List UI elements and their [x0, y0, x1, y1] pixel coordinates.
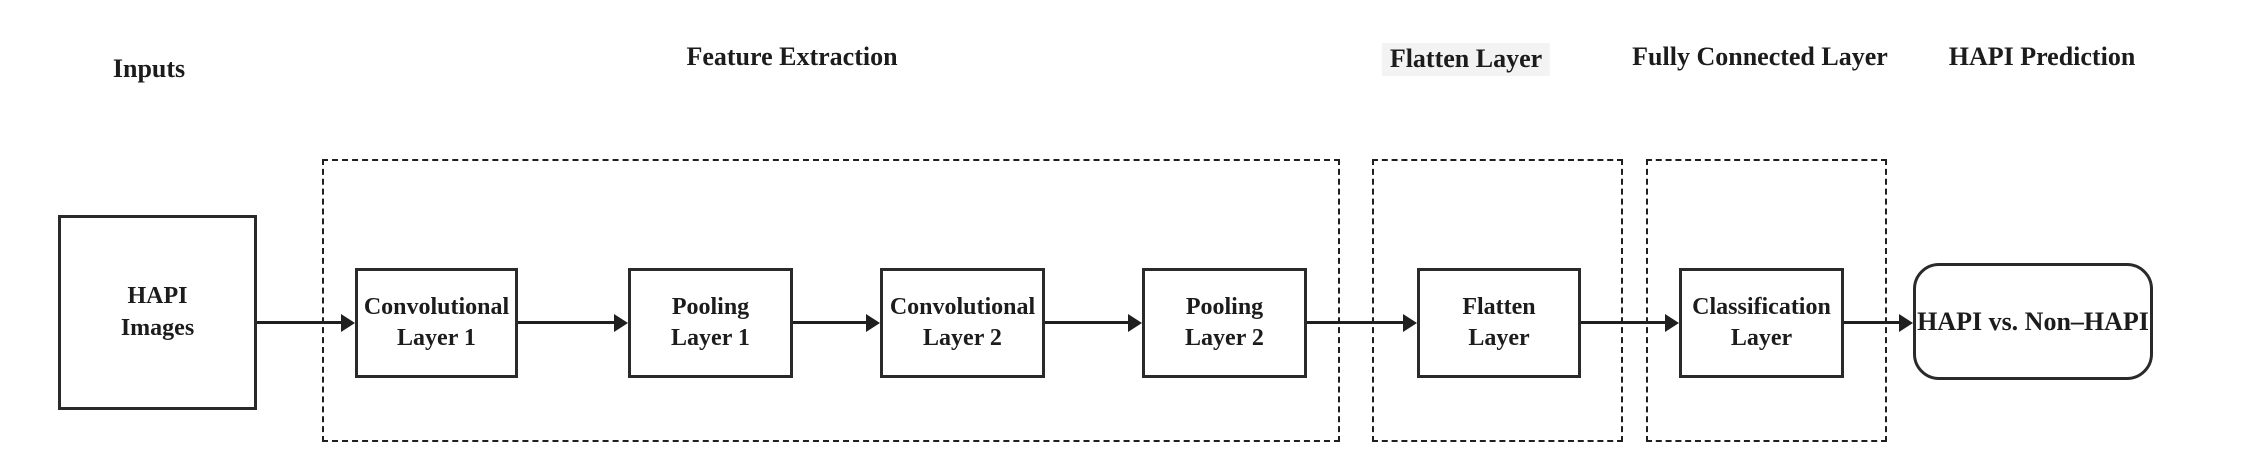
node-convolutional-layer-2-line1: Convolutional — [889, 293, 1036, 320]
flatten-layer-group-box — [1372, 159, 1623, 442]
node-hapi-images: HAPI Images — [58, 215, 257, 410]
node-flatten-layer-line2: Layer — [1468, 325, 1530, 351]
stage-label-hapi-prediction: HAPI Prediction — [1948, 42, 2136, 71]
node-classification-layer-line1: Classification — [1692, 293, 1831, 320]
node-flatten-layer-line1: Flatten — [1462, 293, 1536, 320]
node-pooling-layer-1: Pooling Layer 1 — [628, 268, 793, 378]
arrow-classification-to-output — [1844, 313, 1913, 332]
node-hapi-vs-non-hapi-output-label: HAPI vs. Non–HAPI — [1917, 306, 2149, 336]
stage-label-fully-connected-layer: Fully Connected Layer — [1632, 42, 1888, 71]
arrow-pool1-to-conv2 — [793, 313, 880, 332]
node-convolutional-layer-2-line2: Layer 2 — [923, 325, 1002, 351]
node-pooling-layer-2-line1: Pooling — [1185, 293, 1264, 320]
node-classification-layer-line2: Layer — [1730, 325, 1793, 351]
node-pooling-layer-2-line2: Layer 2 — [1185, 325, 1264, 351]
stage-label-inputs: Inputs — [112, 54, 186, 83]
node-pooling-layer-2: Pooling Layer 2 — [1142, 268, 1307, 378]
node-pooling-layer-1-line2: Layer 1 — [671, 325, 750, 351]
node-classification-layer: Classification Layer — [1679, 268, 1844, 378]
feature-extraction-group-box — [322, 159, 1340, 442]
stage-label-flatten-layer: Flatten Layer — [1381, 43, 1551, 76]
node-convolutional-layer-1-line2: Layer 1 — [397, 325, 476, 351]
node-hapi-images-line2: Images — [120, 314, 195, 341]
node-convolutional-layer-1-line1: Convolutional — [363, 293, 510, 320]
node-convolutional-layer-1: Convolutional Layer 1 — [355, 268, 518, 378]
arrow-flatten-to-classification — [1581, 313, 1679, 332]
arrow-conv2-to-pool2 — [1045, 313, 1142, 332]
arrow-pool2-to-flatten — [1307, 313, 1417, 332]
node-convolutional-layer-2: Convolutional Layer 2 — [880, 268, 1045, 378]
fully-connected-layer-group-box — [1646, 159, 1887, 442]
node-hapi-images-line1: HAPI — [127, 283, 188, 310]
stage-label-feature-extraction: Feature Extraction — [686, 42, 898, 71]
arrow-conv1-to-pool1 — [518, 313, 628, 332]
node-hapi-vs-non-hapi-output: HAPI vs. Non–HAPI — [1913, 263, 2153, 380]
arrow-hapi-images-to-conv1 — [257, 313, 355, 332]
node-flatten-layer: Flatten Layer — [1417, 268, 1581, 378]
node-pooling-layer-1-line1: Pooling — [671, 293, 750, 320]
